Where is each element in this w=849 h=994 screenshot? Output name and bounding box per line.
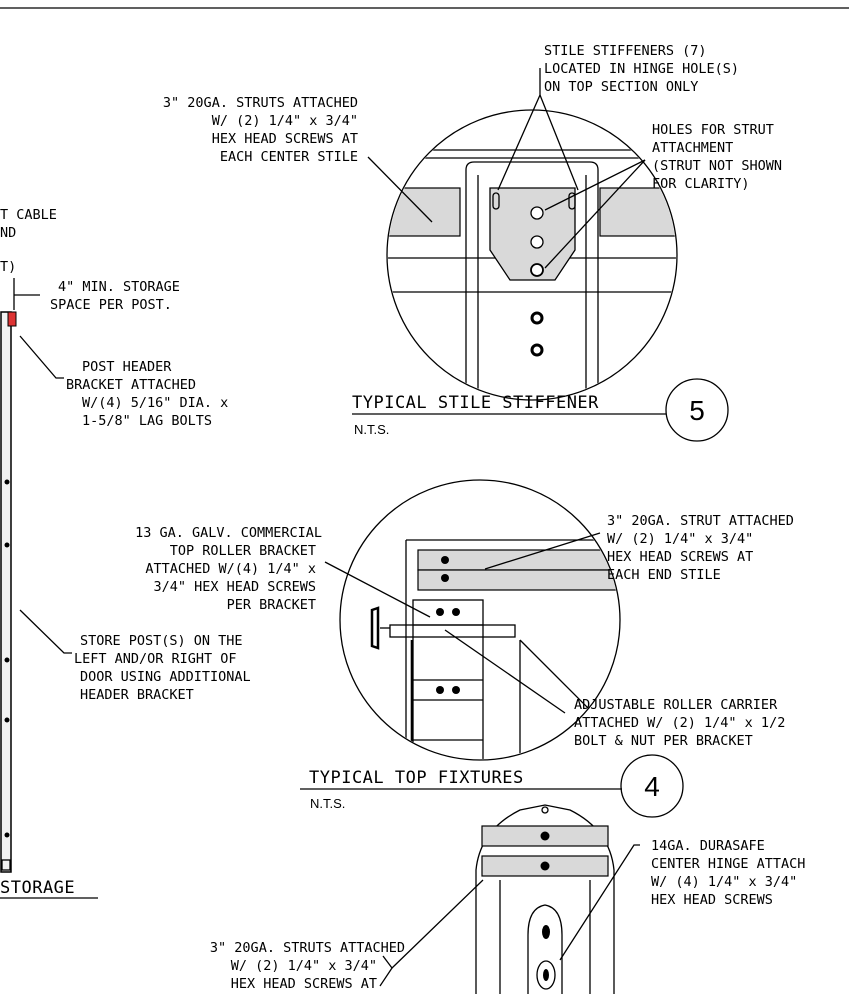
note-text: 1-5/8" LAG BOLTS bbox=[82, 413, 212, 429]
right-strut bbox=[599, 187, 676, 237]
storage-title-block: STORAGE bbox=[0, 878, 98, 899]
leader-adjustable bbox=[444, 629, 566, 714]
detail-4-title-block: TYPICAL TOP FIXTURES N.T.S. 4 bbox=[300, 754, 684, 818]
note-text: W/ (2) 1/4" x 3/4" bbox=[607, 531, 753, 547]
note-text: ON TOP SECTION ONLY bbox=[544, 79, 698, 95]
leader-store-post bbox=[19, 609, 72, 654]
storage-title: STORAGE bbox=[0, 878, 75, 898]
note-text: 3" 20GA. STRUTS ATTACHED bbox=[163, 95, 358, 111]
leader-center-hinge bbox=[559, 844, 640, 961]
note-text: W/ (4) 1/4" x 3/4" bbox=[651, 874, 797, 890]
detail-5-number: 5 bbox=[689, 395, 705, 426]
note-text: 13 GA. GALV. COMMERCIAL bbox=[135, 525, 322, 541]
note-text: 14GA. DURASAFE bbox=[651, 838, 765, 854]
note-text: W/(4) 5/16" DIA. x bbox=[82, 395, 228, 411]
note-text: 3" 20GA. STRUT ATTACHED bbox=[607, 513, 794, 529]
note-cable-partial: T CABLE ND T) bbox=[0, 207, 57, 275]
note-text: LEFT AND/OR RIGHT OF bbox=[74, 651, 237, 667]
note-post-header: POST HEADER BRACKET ATTACHED W/(4) 5/16"… bbox=[66, 359, 228, 429]
note-text: 3/4" HEX HEAD SCREWS bbox=[153, 579, 316, 595]
leader-stiffeners bbox=[497, 68, 541, 191]
leader-struts-center bbox=[367, 156, 433, 223]
note-storage-space: 4" MIN. STORAGE SPACE PER POST. bbox=[50, 279, 180, 313]
note-holes-strut: HOLES FOR STRUT ATTACHMENT (STRUT NOT SH… bbox=[652, 122, 782, 192]
note-struts-bottom: 3" 20GA. STRUTS ATTACHED W/ (2) 1/4" x 3… bbox=[210, 940, 405, 992]
stiffener-plate bbox=[489, 187, 576, 281]
note-text: EACH END STILE bbox=[607, 567, 721, 583]
note-text: STILE STIFFENERS (7) bbox=[544, 43, 707, 59]
note-text: TOP ROLLER BRACKET bbox=[170, 543, 316, 559]
note-text: LOCATED IN HINGE HOLE(S) bbox=[544, 61, 739, 77]
note-text: FOR CLARITY) bbox=[652, 176, 750, 192]
note-text: HEADER BRACKET bbox=[80, 687, 194, 703]
note-text: BRACKET ATTACHED bbox=[66, 377, 196, 393]
note-text: HEX HEAD SCREWS AT bbox=[212, 131, 358, 147]
note-text: ATTACHED W/ (2) 1/4" x 1/2 bbox=[574, 715, 785, 731]
note-text: STORE POST(S) ON THE bbox=[80, 633, 243, 649]
detail-4-scale: N.T.S. bbox=[310, 796, 345, 811]
leader-holes bbox=[544, 159, 646, 211]
leader-struts-bottom bbox=[391, 879, 484, 969]
note-stile-stiffeners: STILE STIFFENERS (7) LOCATED IN HINGE HO… bbox=[544, 43, 739, 95]
detail-5-title: TYPICAL STILE STIFFENER bbox=[352, 393, 599, 413]
note-text: CENTER HINGE ATTACH bbox=[651, 856, 805, 872]
stored-post bbox=[0, 311, 12, 873]
detail-5-circle bbox=[386, 109, 678, 401]
note-text: HEX HEAD SCREWS bbox=[651, 892, 773, 908]
leader-strut-end bbox=[484, 532, 601, 570]
note-strut-end: 3" 20GA. STRUT ATTACHED W/ (2) 1/4" x 3/… bbox=[607, 513, 794, 583]
note-text: BOLT & NUT PER BRACKET bbox=[574, 733, 753, 749]
note-text: EACH CENTER STILE bbox=[220, 149, 358, 165]
note-text: T CABLE bbox=[0, 207, 57, 223]
note-text: ADJUSTABLE ROLLER CARRIER bbox=[574, 697, 778, 713]
note-adjustable: ADJUSTABLE ROLLER CARRIER ATTACHED W/ (2… bbox=[574, 697, 785, 749]
note-text: HOLES FOR STRUT bbox=[652, 122, 774, 138]
detail-5-drawing bbox=[367, 68, 678, 401]
note-text: 4" MIN. STORAGE bbox=[58, 279, 180, 295]
note-text: ATTACHED W/(4) 1/4" x bbox=[145, 561, 316, 577]
note-store-post: STORE POST(S) ON THE LEFT AND/OR RIGHT O… bbox=[74, 633, 251, 703]
leader-post-header bbox=[19, 335, 64, 379]
roller-wheel bbox=[370, 606, 380, 650]
note-struts-center: 3" 20GA. STRUTS ATTACHED W/ (2) 1/4" x 3… bbox=[163, 95, 358, 165]
center-hinge-drawing bbox=[379, 804, 640, 994]
detail-5-scale: N.T.S. bbox=[354, 422, 389, 437]
note-text: 3" 20GA. STRUTS ATTACHED bbox=[210, 940, 405, 956]
note-text: (STRUT NOT SHOWN bbox=[652, 158, 782, 174]
left-strut bbox=[388, 187, 461, 237]
note-text: T) bbox=[0, 259, 16, 275]
note-text: W/ (2) 1/4" x 3/4" bbox=[231, 958, 377, 974]
detail-4-title: TYPICAL TOP FIXTURES bbox=[309, 768, 524, 788]
note-text: W/ (2) 1/4" x 3/4" bbox=[212, 113, 358, 129]
note-text: POST HEADER bbox=[82, 359, 172, 375]
detail-5-title-block: TYPICAL STILE STIFFENER N.T.S. 5 bbox=[352, 378, 729, 442]
detail-4-drawing bbox=[324, 479, 621, 761]
detail-4-number: 4 bbox=[644, 771, 660, 802]
note-center-hinge: 14GA. DURASAFE CENTER HINGE ATTACH W/ (4… bbox=[651, 838, 805, 908]
header-bracket bbox=[7, 311, 17, 327]
detail-5-bubble bbox=[665, 378, 729, 442]
note-text: HEX HEAD SCREWS AT bbox=[231, 976, 377, 992]
post-storage-drawing bbox=[0, 278, 72, 873]
note-text: SPACE PER POST. bbox=[50, 297, 172, 313]
leader-top-roller bbox=[324, 561, 431, 618]
note-top-roller: 13 GA. GALV. COMMERCIAL TOP ROLLER BRACK… bbox=[135, 525, 322, 613]
hinge-outline bbox=[475, 804, 615, 994]
note-text: DOOR USING ADDITIONAL bbox=[80, 669, 251, 685]
detail-4-bubble bbox=[620, 754, 684, 818]
note-text: PER BRACKET bbox=[227, 597, 316, 613]
note-text: HEX HEAD SCREWS AT bbox=[607, 549, 753, 565]
note-text: ATTACHMENT bbox=[652, 140, 733, 156]
note-text: ND bbox=[0, 225, 16, 241]
hinge-plate bbox=[527, 904, 563, 994]
detail-4-circle bbox=[339, 479, 621, 761]
